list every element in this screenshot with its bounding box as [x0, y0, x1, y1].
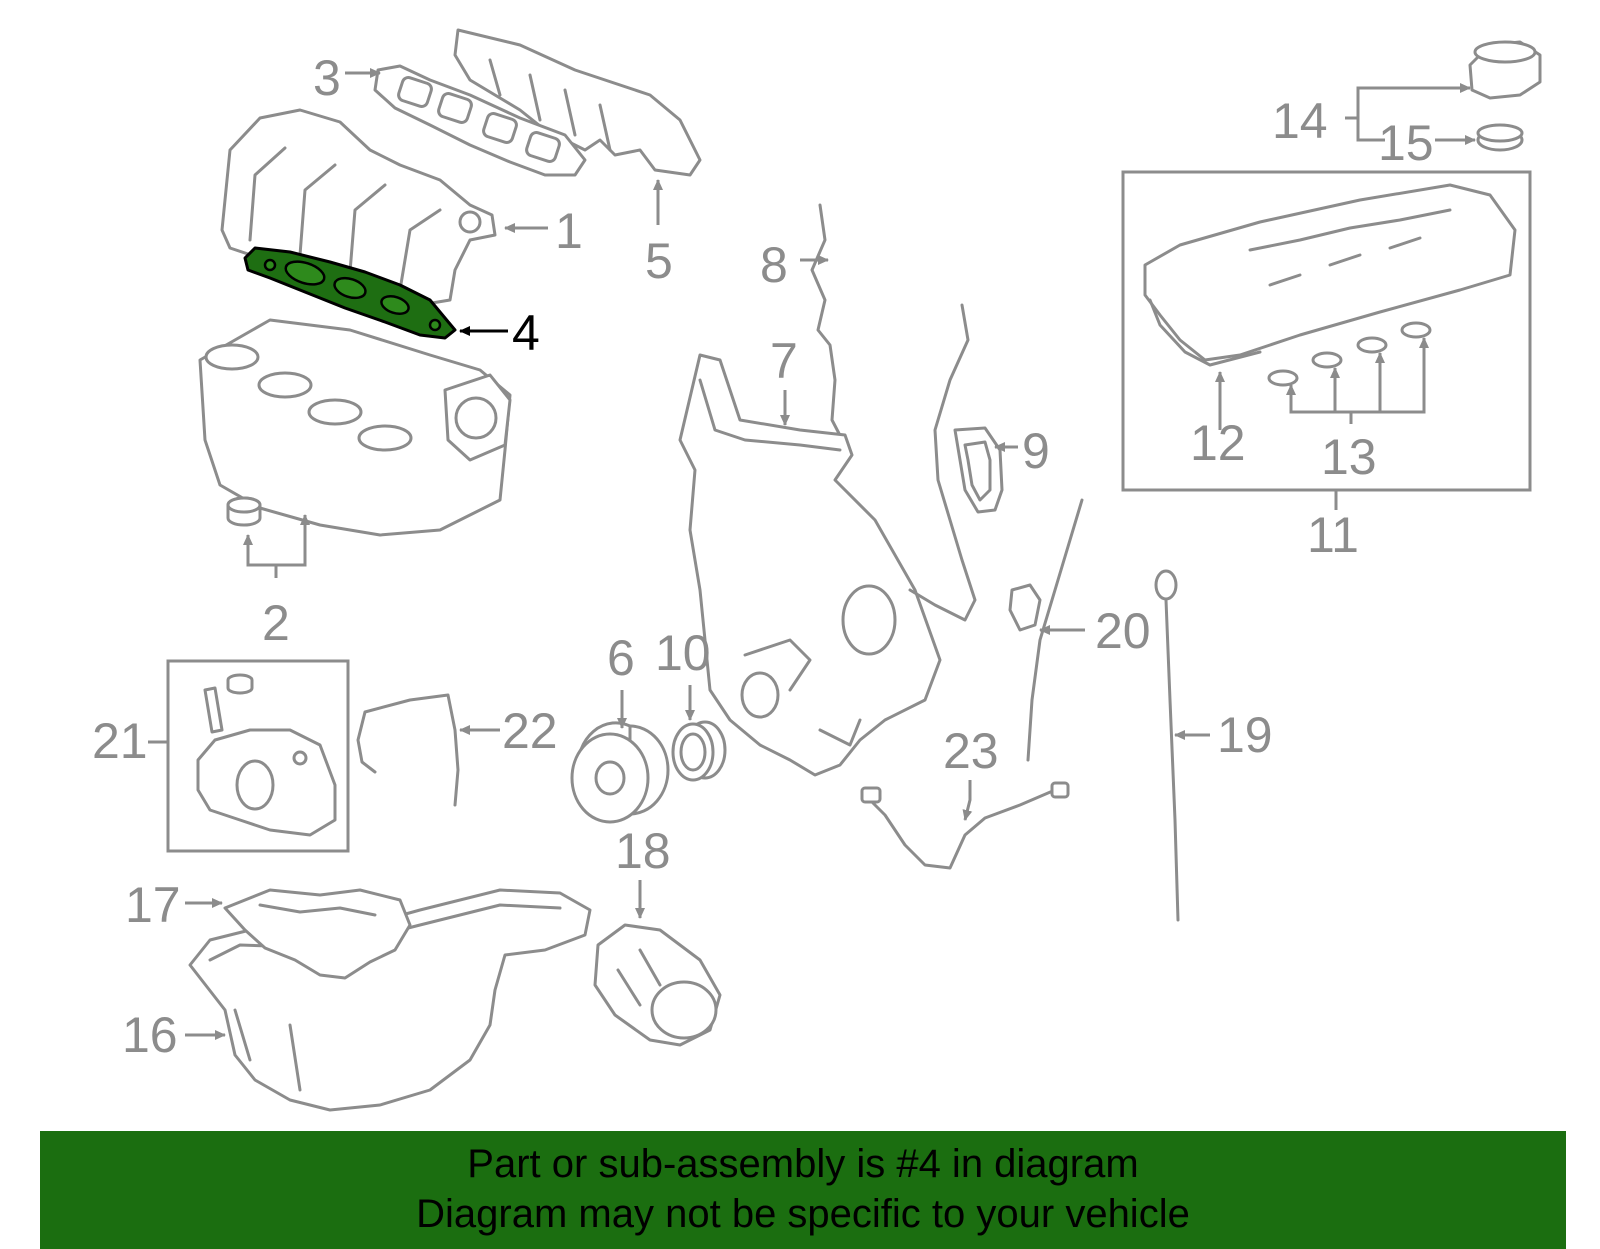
part-20-dipstick-guide[interactable] [1008, 498, 1084, 762]
part-11-valve-cover-box[interactable] [1121, 170, 1532, 492]
callout-13: 13 [1321, 429, 1377, 485]
callout-23: 23 [943, 723, 999, 779]
part-6-pulley[interactable] [570, 721, 670, 824]
callout-11: 11 [1307, 507, 1359, 563]
callout-12: 12 [1190, 415, 1246, 471]
part-7-timing-cover[interactable] [678, 353, 942, 777]
leader-lines [148, 68, 1476, 1040]
info-banner: Part or sub-assembly is #4 in diagram Di… [40, 1131, 1566, 1249]
part-18-oil-filter[interactable] [593, 923, 722, 1047]
part-14-oil-cap[interactable] [1468, 40, 1542, 100]
part-21-oil-pump-box[interactable] [166, 659, 350, 853]
callout-15: 15 [1378, 115, 1434, 171]
part-8-gasket[interactable] [810, 203, 847, 447]
part-10-seal[interactable] [671, 720, 727, 782]
callout-16: 16 [122, 1007, 178, 1063]
part-timing-cover-gasket [908, 303, 977, 622]
callout-6: 6 [607, 630, 635, 686]
part-5-intake-manifold[interactable] [453, 28, 702, 177]
callout-7: 7 [770, 333, 798, 389]
part-3-gasket[interactable] [373, 64, 587, 177]
callout-5: 5 [645, 233, 673, 289]
part-17-baffle[interactable] [223, 888, 412, 980]
callout-14: 14 [1272, 93, 1328, 149]
part-2-cylinder-head[interactable] [198, 318, 512, 537]
callout-8: 8 [760, 237, 788, 293]
callout-22: 22 [502, 703, 558, 759]
callout-9: 9 [1022, 423, 1050, 479]
banner-line-disclaimer: Diagram may not be specific to your vehi… [416, 1192, 1190, 1236]
callouts: 1 2 3 4 5 6 7 8 9 10 11 12 13 14 15 16 1… [92, 50, 1434, 1063]
callout-17: 17 [125, 877, 181, 933]
callout-1: 1 [555, 203, 583, 259]
part-4-exhaust-manifold-gasket[interactable] [243, 246, 457, 340]
part-22-gasket[interactable] [356, 693, 460, 807]
part-9-gasket[interactable] [953, 426, 1004, 514]
callout-3: 3 [313, 50, 341, 106]
banner-line-part-number: Part or sub-assembly is #4 in diagram [467, 1142, 1139, 1186]
callout-20: 20 [1095, 603, 1151, 659]
callout-2: 2 [262, 595, 290, 651]
callout-4: 4 [512, 305, 540, 361]
part-23-sensor[interactable] [860, 781, 1070, 870]
part-19-dipstick[interactable] [1154, 569, 1180, 922]
callout-10: 10 [655, 625, 711, 681]
part-15-cap-gasket[interactable] [1476, 123, 1524, 152]
callout-18: 18 [615, 823, 671, 879]
callout-19: 19 [1217, 707, 1273, 763]
callout-21: 21 [92, 713, 148, 769]
